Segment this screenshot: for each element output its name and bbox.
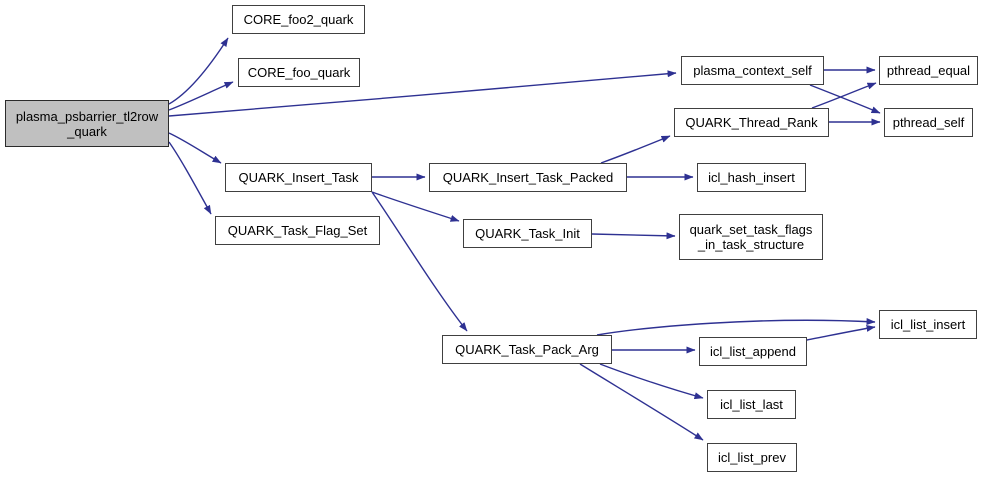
graph-edge-QUARK_Thread_Rank--to--pthread_equal — [811, 82, 877, 109]
graph-edge-QUARK_Task_Pack_Arg--to--icl_list_last — [599, 363, 704, 400]
graph-node-label: QUARK_Task_Flag_Set — [227, 223, 368, 238]
graph-node-label: quark_set_task_flags _in_task_structure — [689, 222, 813, 252]
graph-node-label: icl_list_append — [709, 344, 796, 359]
graph-node-icl_hash_insert[interactable]: icl_hash_insert — [697, 163, 806, 192]
graph-node-pthread_self[interactable]: pthread_self — [884, 108, 973, 137]
graph-node-label: QUARK_Insert_Task — [238, 170, 359, 185]
graph-edge-plasma_psbarrier_tl2row_quark--to--QUARK_Task_Flag_Set — [168, 141, 212, 215]
graph-edge-plasma_psbarrier_tl2row_quark--to--plasma_context_self — [168, 70, 677, 117]
graph-node-label: icl_list_last — [720, 397, 783, 412]
graph-edge-icl_list_append--to--icl_list_insert — [806, 324, 876, 341]
graph-node-label: icl_hash_insert — [708, 170, 795, 185]
graph-node-label: icl_list_insert — [890, 317, 966, 332]
graph-node-pthread_equal[interactable]: pthread_equal — [879, 56, 978, 85]
graph-node-label: QUARK_Thread_Rank — [685, 115, 818, 130]
graph-node-QUARK_Insert_Task[interactable]: QUARK_Insert_Task — [225, 163, 372, 192]
graph-node-label: CORE_foo_quark — [247, 65, 351, 80]
graph-edge-plasma_psbarrier_tl2row_quark--to--CORE_foo_quark — [168, 81, 234, 111]
graph-node-QUARK_Task_Pack_Arg[interactable]: QUARK_Task_Pack_Arg — [442, 335, 612, 364]
graph-edge-QUARK_Insert_Task_Packed--to--QUARK_Thread_Rank — [600, 135, 671, 164]
graph-node-QUARK_Thread_Rank[interactable]: QUARK_Thread_Rank — [674, 108, 829, 137]
graph-node-label: QUARK_Task_Init — [475, 226, 580, 241]
graph-node-icl_list_insert[interactable]: icl_list_insert — [879, 310, 977, 339]
graph-node-label: plasma_context_self — [693, 63, 812, 78]
graph-node-plasma_psbarrier_tl2row_quark[interactable]: plasma_psbarrier_tl2row _quark — [5, 100, 169, 147]
graph-node-label: pthread_self — [892, 115, 965, 130]
graph-node-QUARK_Insert_Task_Packed[interactable]: QUARK_Insert_Task_Packed — [429, 163, 627, 192]
graph-edge-QUARK_Insert_Task--to--QUARK_Task_Init — [371, 191, 460, 222]
graph-edge-QUARK_Insert_Task--to--QUARK_Task_Pack_Arg — [371, 191, 468, 332]
graph-node-label: icl_list_prev — [718, 450, 786, 465]
graph-edge-plasma_context_self--to--pthread_self — [809, 84, 881, 114]
graph-node-QUARK_Task_Flag_Set[interactable]: QUARK_Task_Flag_Set — [215, 216, 380, 245]
graph-node-plasma_context_self[interactable]: plasma_context_self — [681, 56, 824, 85]
graph-node-label: plasma_psbarrier_tl2row _quark — [15, 108, 159, 139]
graph-node-icl_list_append[interactable]: icl_list_append — [699, 337, 807, 366]
graph-edge-QUARK_Task_Pack_Arg--to--icl_list_insert — [596, 318, 876, 336]
graph-node-icl_list_last[interactable]: icl_list_last — [707, 390, 796, 419]
graph-edge-plasma_psbarrier_tl2row_quark--to--QUARK_Insert_Task — [168, 132, 222, 164]
graph-node-CORE_foo_quark[interactable]: CORE_foo_quark — [238, 58, 360, 87]
graph-node-label: CORE_foo2_quark — [243, 12, 354, 27]
edges-group — [168, 37, 881, 441]
graph-node-CORE_foo2_quark[interactable]: CORE_foo2_quark — [232, 5, 365, 34]
graph-node-label: QUARK_Insert_Task_Packed — [442, 170, 614, 185]
graph-edge-plasma_psbarrier_tl2row_quark--to--CORE_foo2_quark — [168, 37, 229, 105]
graph-node-label: QUARK_Task_Pack_Arg — [455, 342, 599, 357]
graph-node-label: pthread_equal — [886, 63, 971, 78]
graph-node-QUARK_Task_Init[interactable]: QUARK_Task_Init — [463, 219, 592, 248]
graph-edge-QUARK_Task_Pack_Arg--to--icl_list_prev — [579, 363, 704, 441]
graph-edge-QUARK_Task_Init--to--quark_set_task_flags_in_task_structure — [591, 232, 676, 240]
graph-node-icl_list_prev[interactable]: icl_list_prev — [707, 443, 797, 472]
graph-node-quark_set_task_flags_in_task_structure[interactable]: quark_set_task_flags _in_task_structure — [679, 214, 823, 260]
